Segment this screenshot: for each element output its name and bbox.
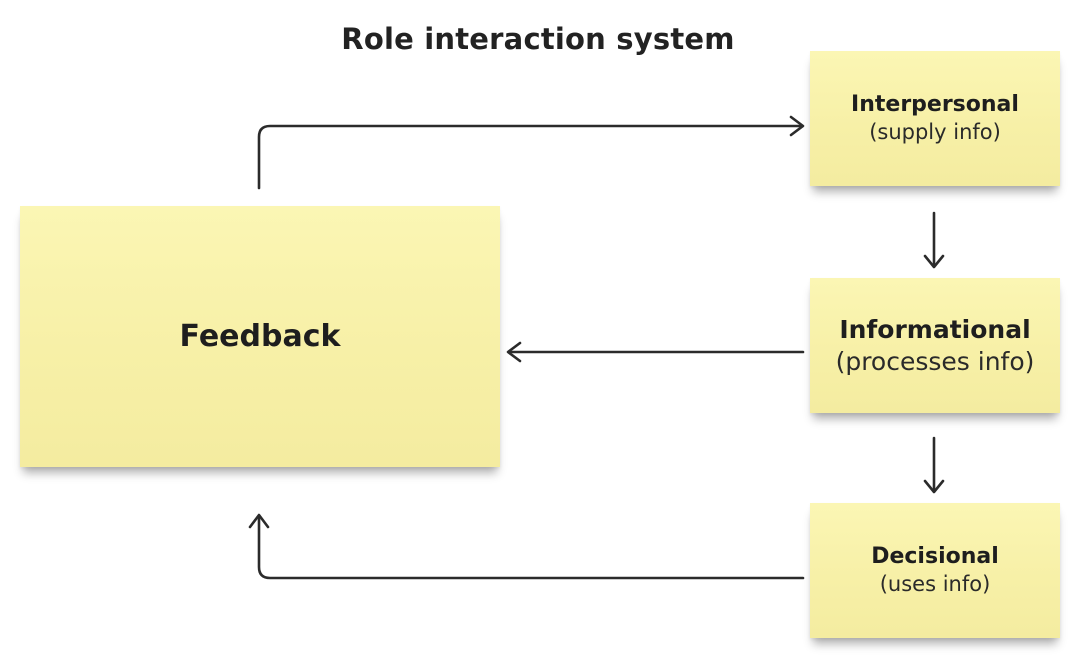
- decisional-label: Decisional: [871, 543, 999, 569]
- decisional-note: Decisional (uses info): [810, 503, 1060, 638]
- interpersonal-sublabel: (supply info): [869, 120, 1001, 145]
- arrow-feedback-to-interpersonal: [257, 115, 805, 190]
- informational-label: Informational: [839, 314, 1031, 344]
- arrow-informational-to-decisional: [923, 436, 945, 494]
- interpersonal-label: Interpersonal: [851, 91, 1019, 117]
- informational-sublabel: (processes info): [835, 346, 1035, 376]
- feedback-label: Feedback: [179, 319, 341, 354]
- arrow-informational-to-feedback: [506, 341, 805, 363]
- decisional-sublabel: (uses info): [879, 572, 991, 597]
- arrow-decisional-to-feedback: [248, 513, 805, 580]
- interpersonal-note: Interpersonal (supply info): [810, 51, 1060, 186]
- informational-note: Informational (processes info): [810, 278, 1060, 413]
- arrow-interpersonal-to-informational: [923, 211, 945, 269]
- feedback-note: Feedback: [20, 206, 500, 467]
- diagram-title: Role interaction system: [341, 22, 735, 56]
